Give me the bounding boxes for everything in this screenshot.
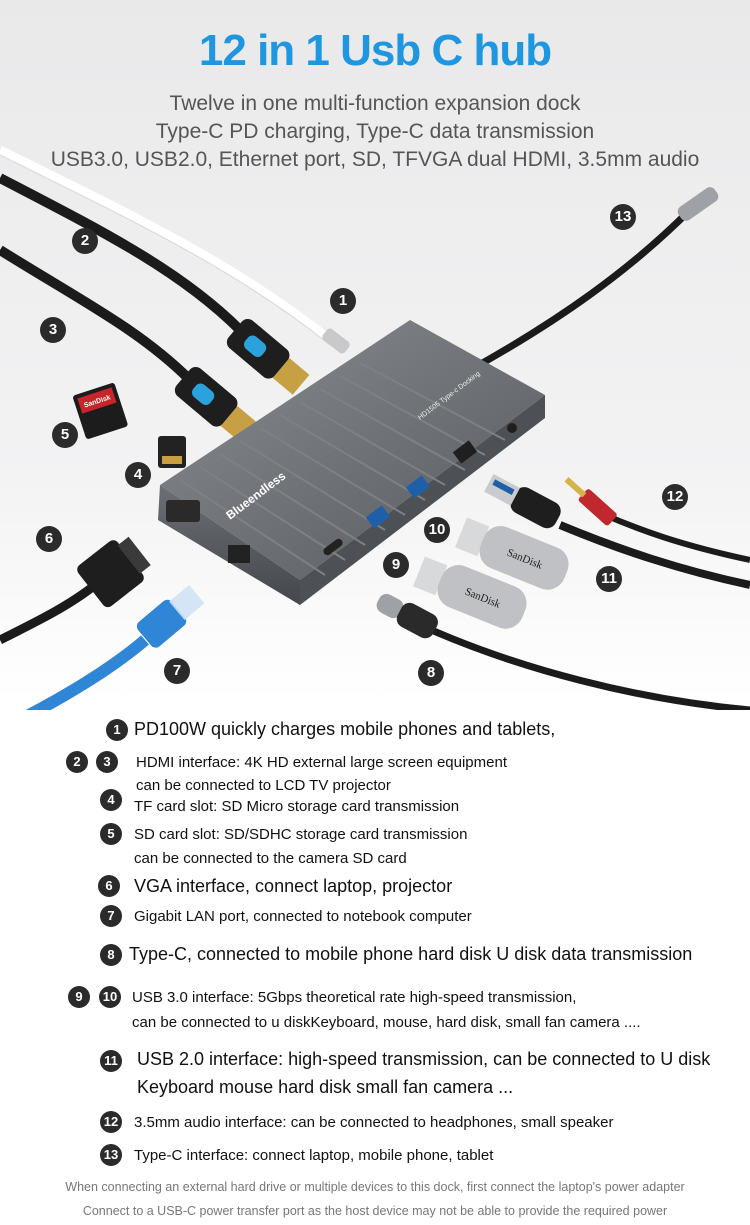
subtitle-line-2: Type-C PD charging, Type-C data transmis… xyxy=(155,120,595,143)
white-usb-c-cable xyxy=(0,145,333,344)
feature-5-text-line-1: SD card slot: SD/SDHC storage card trans… xyxy=(134,826,468,843)
audio-plug-12 xyxy=(564,477,617,526)
usb-drive-9: SanDisk xyxy=(413,556,527,629)
tf-card xyxy=(158,436,186,468)
feature-9-10-text-line-1: USB 3.0 interface: 5Gbps theoretical rat… xyxy=(132,989,577,1006)
feature-11-text-line-1: USB 2.0 interface: high-speed transmissi… xyxy=(137,1049,711,1069)
hdmi-plug-2 xyxy=(226,318,310,395)
subtitle-line-3: USB3.0, USB2.0, Ethernet port, SD, TFVGA… xyxy=(50,148,700,171)
usb-a-plug-11 xyxy=(484,473,561,529)
callout-6: 6 xyxy=(36,526,62,552)
feature-12-badge: 12 xyxy=(100,1111,122,1133)
callout-9: 9 xyxy=(383,552,409,578)
subtitle-line-1: Twelve in one multi-function expansion d… xyxy=(169,92,581,115)
vga-cable-6 xyxy=(0,581,98,645)
hdmi-cable-2 xyxy=(0,173,244,334)
callout-1: 1 xyxy=(330,288,356,314)
hdmi-cable-3 xyxy=(0,245,194,384)
hub-body: Blueendless HD1505 Type-c Docking xyxy=(158,320,545,605)
feature-11-badge: 11 xyxy=(100,1050,122,1072)
vga-port xyxy=(166,500,200,522)
lan-cable-7 xyxy=(0,635,149,736)
callout-13: 13 xyxy=(610,204,636,230)
audio-cable-12 xyxy=(603,512,750,563)
callout-3: 3 xyxy=(40,317,66,343)
feature-12-text: 3.5mm audio interface: can be connected … xyxy=(134,1114,614,1131)
callout-8: 8 xyxy=(418,660,444,686)
feature-7-text: Gigabit LAN port, connected to notebook … xyxy=(134,908,472,925)
feature-10-badge: 10 xyxy=(99,986,121,1008)
feature-13-text: Type-C interface: connect laptop, mobile… xyxy=(134,1147,494,1164)
callout-10: 10 xyxy=(424,517,450,543)
feature-6-text: VGA interface, connect laptop, projector xyxy=(134,876,453,896)
usb-c-plug-8 xyxy=(376,593,438,639)
lan-plug-7 xyxy=(136,584,205,648)
feature-5-text-line-2: can be connected to the camera SD card xyxy=(134,850,407,867)
feature-9-10-text-line-2: can be connected to u diskKeyboard, mous… xyxy=(132,1014,641,1031)
feature-8-text: Type-C, connected to mobile phone hard d… xyxy=(129,944,693,964)
feature-2-badge: 2 xyxy=(66,751,88,773)
audio-port xyxy=(507,423,517,433)
callout-5: 5 xyxy=(52,422,78,448)
vga-plug-6 xyxy=(77,536,151,608)
usb3-port-1 xyxy=(365,505,391,529)
callout-4: 4 xyxy=(125,462,151,488)
feature-2-3-text-line-2: can be connected to LCD TV projector xyxy=(136,777,391,794)
white-usb-c-plug xyxy=(322,328,350,354)
usb-c-port xyxy=(323,538,343,556)
feature-2-3-text-line-1: HDMI interface: 4K HD external large scr… xyxy=(136,754,508,771)
usb-drive-10: SanDisk xyxy=(455,517,569,590)
footer-note-2: Connect to a USB-C power transfer port a… xyxy=(82,1204,668,1218)
lan-port xyxy=(228,545,250,563)
usb3-port-2 xyxy=(405,475,431,499)
feature-11-text-line-2: Keyboard mouse hard disk small fan camer… xyxy=(137,1077,514,1097)
feature-8-badge: 8 xyxy=(100,944,122,966)
feature-1-badge: 1 xyxy=(106,719,128,741)
feature-1-text: PD100W quickly charges mobile phones and… xyxy=(134,719,556,739)
feature-4-badge: 4 xyxy=(100,789,122,811)
feature-3-badge: 3 xyxy=(96,751,118,773)
feature-7-badge: 7 xyxy=(100,905,122,927)
sd-card: SanDisk xyxy=(73,383,128,439)
footer-note-1: When connecting an external hard drive o… xyxy=(65,1180,685,1194)
usb2-port xyxy=(452,440,478,464)
feature-4-text: TF card slot: SD Micro storage card tran… xyxy=(134,798,460,815)
feature-9-badge: 9 xyxy=(68,986,90,1008)
feature-13-badge: 13 xyxy=(100,1144,122,1166)
usb-c-cable-8 xyxy=(418,621,750,714)
page-title: 12 in 1 Usb C hub xyxy=(198,26,552,75)
hub-with-cables-image: SanDisk B xyxy=(0,145,750,736)
usb-c-plug-13 xyxy=(677,187,719,221)
callout-2: 2 xyxy=(72,228,98,254)
feature-5-badge: 5 xyxy=(100,823,122,845)
callout-12: 12 xyxy=(662,484,688,510)
usb-a-cable-11 xyxy=(558,521,750,589)
product-illustration: SanDisk B xyxy=(0,140,750,736)
feature-6-badge: 6 xyxy=(98,875,120,897)
usb-c-cable-13 xyxy=(468,207,693,374)
callout-11: 11 xyxy=(596,566,622,592)
callout-7: 7 xyxy=(164,658,190,684)
